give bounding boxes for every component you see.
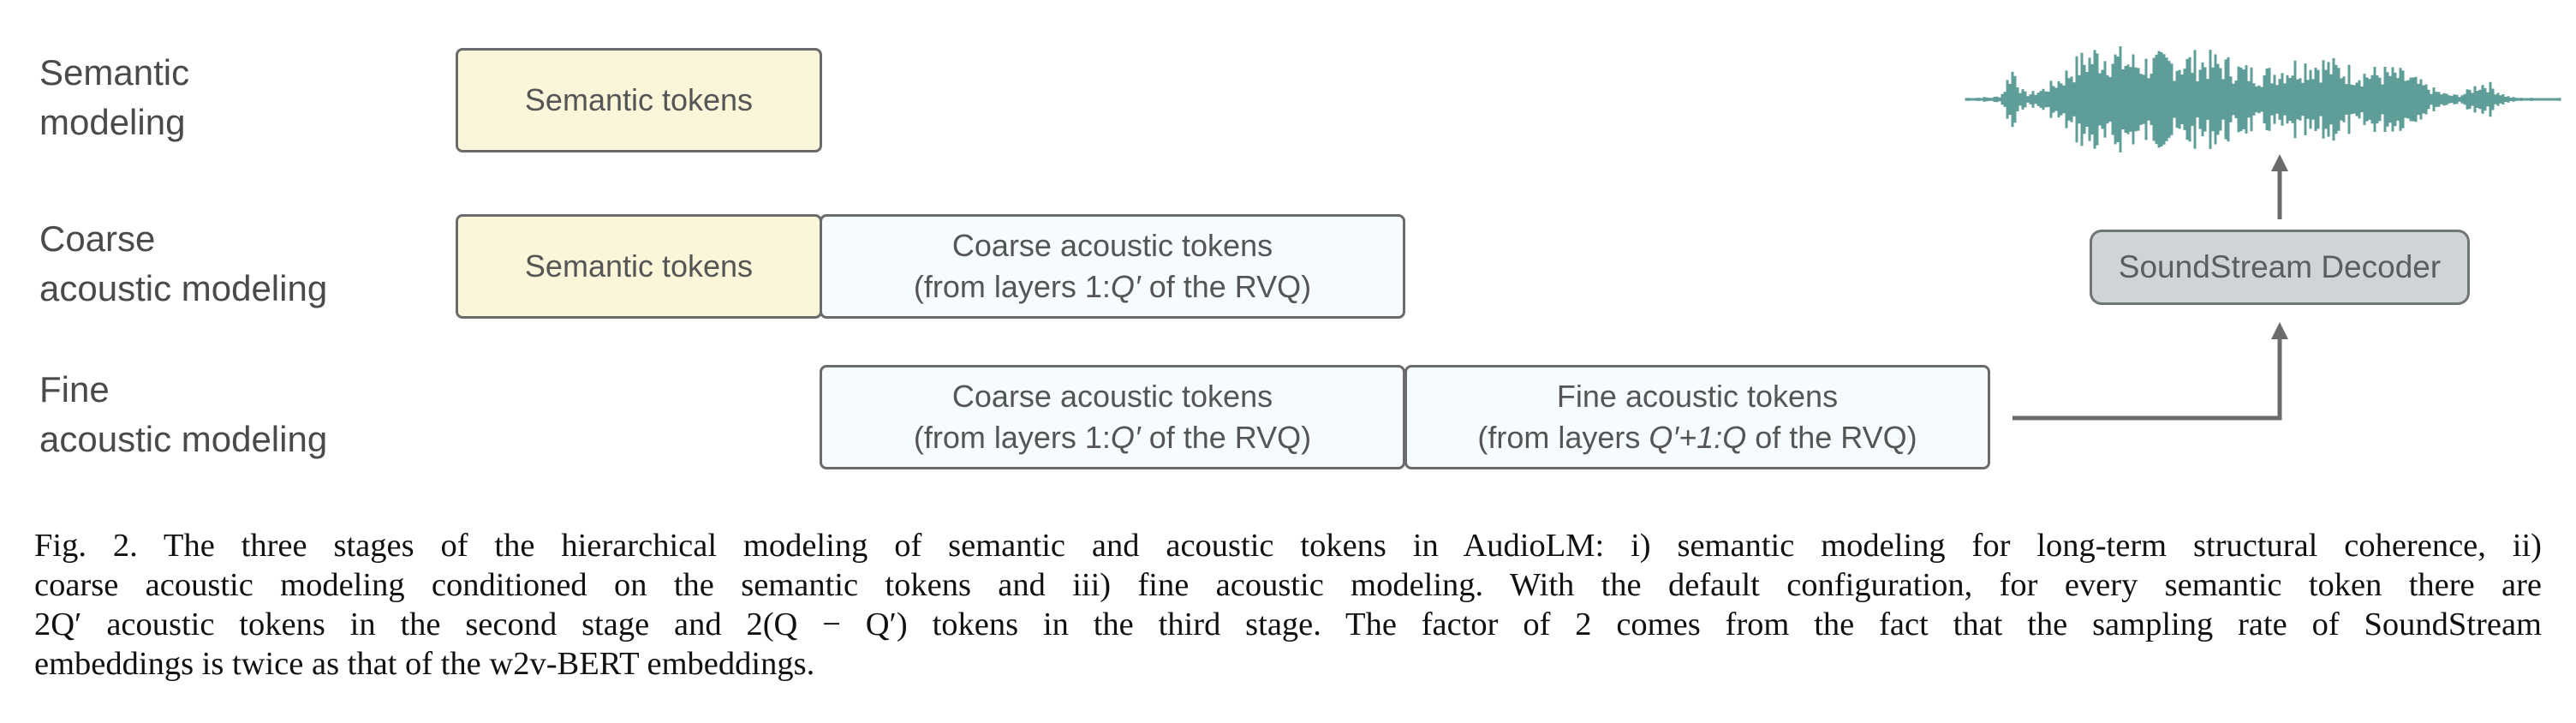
box-sublabel: (from layers 1:Q′ of the RVQ) xyxy=(913,420,1312,455)
stage-label-fine: Fine acoustic modeling xyxy=(39,365,327,464)
arrowhead-icon xyxy=(2271,322,2288,339)
stage-label-semantic: Semantic modeling xyxy=(39,48,189,147)
caption-line: coarse acoustic modeling conditioned on … xyxy=(34,567,2542,603)
box-sublabel: (from layers Q′+1:Q of the RVQ) xyxy=(1477,420,1917,455)
box-label: Semantic tokens xyxy=(524,82,754,117)
stage-label-line: acoustic modeling xyxy=(39,268,328,308)
stage-label-line: acoustic modeling xyxy=(39,419,328,459)
box-label: Semantic tokens xyxy=(524,248,754,284)
waveform-icon xyxy=(1965,46,2561,152)
caption-line: embeddings is twice as that of the w2v-B… xyxy=(34,646,815,682)
box-label: Coarse acoustic tokens xyxy=(951,228,1273,263)
fine-to-decoder-arrow xyxy=(2012,334,2282,421)
stage-label-coarse: Coarse acoustic modeling xyxy=(39,214,327,314)
stage-label-line: modeling xyxy=(39,102,186,142)
audiolm-figure: Semantic modeling Coarse acoustic modeli… xyxy=(39,46,2561,469)
stage-label-line: Semantic xyxy=(39,52,190,93)
stage-label-line: Fine xyxy=(39,369,110,409)
decoder-label: SoundStream Decoder xyxy=(2118,249,2442,284)
coarse-acoustic-tokens-box: Coarse acoustic tokens (from layers 1:Q′… xyxy=(820,365,1405,469)
stage-label-line: Coarse xyxy=(39,218,156,259)
fine-acoustic-tokens-box: Fine acoustic tokens (from layers Q′+1:Q… xyxy=(1404,365,1990,469)
box-label: Fine acoustic tokens xyxy=(1556,379,1839,414)
caption-line: 2Q′ acoustic tokens in the second stage … xyxy=(34,606,2542,642)
soundstream-decoder-box: SoundStream Decoder xyxy=(2090,230,2470,305)
coarse-acoustic-tokens-box: Coarse acoustic tokens (from layers 1:Q′… xyxy=(820,214,1405,319)
connector-arrows xyxy=(1965,46,2561,421)
caption-line: Fig. 2. The three stages of the hierarch… xyxy=(34,528,2542,564)
box-sublabel: (from layers 1:Q′ of the RVQ) xyxy=(913,269,1312,304)
semantic-tokens-box: Semantic tokens xyxy=(456,48,822,152)
box-label: Coarse acoustic tokens xyxy=(951,379,1273,414)
arrowhead-icon xyxy=(2271,154,2288,171)
figure-caption: Fig. 2. The three stages of the hierarch… xyxy=(34,526,2542,684)
